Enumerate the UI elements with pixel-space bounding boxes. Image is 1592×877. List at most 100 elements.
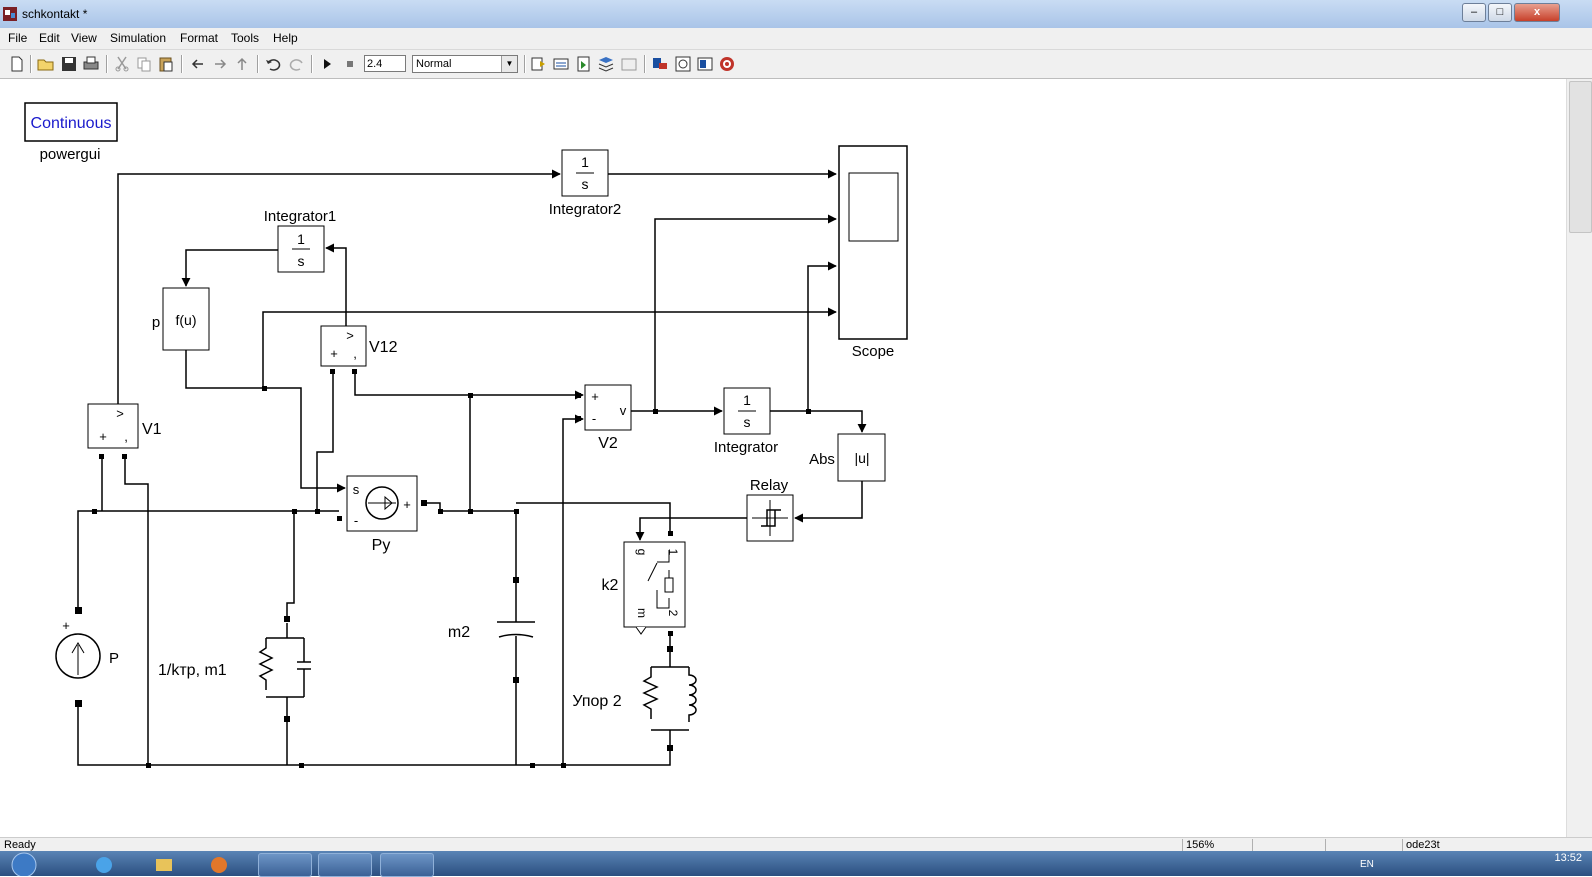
close-button[interactable]: x bbox=[1514, 3, 1560, 22]
media-player-icon[interactable] bbox=[205, 853, 233, 875]
v2-out-port: v bbox=[620, 403, 627, 418]
open-icon[interactable] bbox=[37, 55, 55, 73]
integrator2-numerator: 1 bbox=[581, 154, 589, 170]
v1-block[interactable]: > + , bbox=[87, 403, 139, 459]
up-icon[interactable] bbox=[233, 55, 251, 73]
cut-icon[interactable] bbox=[113, 55, 131, 73]
menu-tools[interactable]: Tools bbox=[231, 31, 260, 45]
simulation-mode-select[interactable]: Normal ▼ bbox=[412, 55, 518, 73]
v2-block[interactable]: + - v bbox=[576, 384, 632, 431]
integrator1-block[interactable]: 1 s bbox=[277, 225, 325, 273]
powergui-block[interactable]: Continuous bbox=[24, 102, 118, 142]
undo-icon[interactable] bbox=[264, 55, 282, 73]
k2-m-port: m bbox=[635, 608, 649, 618]
minimize-button[interactable]: – bbox=[1462, 3, 1486, 22]
update-diagram-icon[interactable] bbox=[552, 55, 570, 73]
print-icon[interactable] bbox=[82, 55, 100, 73]
help-target-icon[interactable] bbox=[718, 55, 736, 73]
model-advisor-icon[interactable] bbox=[651, 55, 669, 73]
start-button-icon[interactable] bbox=[6, 851, 42, 876]
internet-explorer-icon[interactable] bbox=[90, 853, 118, 875]
p-source-block[interactable]: + bbox=[55, 607, 101, 707]
back-icon[interactable] bbox=[189, 55, 207, 73]
k2-block[interactable]: g 1 m 2 bbox=[623, 531, 686, 636]
p-source-plus: + bbox=[62, 618, 70, 633]
py-block[interactable]: s - + bbox=[337, 475, 427, 532]
stop-time-input[interactable] bbox=[364, 55, 406, 72]
new-icon[interactable] bbox=[8, 55, 26, 73]
block-diagram: Continuous powergui 1 s Integrator2 Inte… bbox=[24, 102, 908, 768]
simulink-app-icon bbox=[3, 7, 17, 21]
chevron-down-icon[interactable]: ▼ bbox=[501, 56, 517, 72]
k2-2-port: 2 bbox=[666, 610, 680, 617]
abs-block[interactable]: |u| bbox=[837, 433, 886, 482]
menu-file[interactable]: File bbox=[8, 31, 28, 45]
start-simulation-icon[interactable] bbox=[318, 55, 336, 73]
v2-minus-port: - bbox=[592, 411, 596, 426]
ktr-block[interactable] bbox=[258, 616, 311, 722]
taskbar-matlab-button[interactable] bbox=[318, 853, 372, 877]
toolbar: Normal ▼ bbox=[0, 50, 1592, 79]
upor2-block[interactable] bbox=[642, 646, 697, 751]
solver-name: ode23t bbox=[1406, 839, 1440, 851]
junction-dots bbox=[92, 386, 811, 768]
v2-name: V2 bbox=[598, 435, 618, 452]
zoom-level: 156% bbox=[1186, 839, 1215, 851]
model-canvas[interactable]: Continuous powergui 1 s Integrator2 Inte… bbox=[0, 79, 1566, 837]
language-indicator[interactable]: EN bbox=[1360, 859, 1374, 870]
py-s-port: s bbox=[353, 482, 360, 497]
scrollbar-thumb[interactable] bbox=[1569, 81, 1592, 233]
menu-edit[interactable]: Edit bbox=[39, 31, 60, 45]
menu-format[interactable]: Format bbox=[180, 31, 219, 45]
maximize-button[interactable]: □ bbox=[1488, 3, 1512, 22]
scope-block[interactable] bbox=[838, 145, 908, 340]
integrator1-denominator: s bbox=[298, 253, 305, 269]
library-browser-icon[interactable] bbox=[575, 55, 593, 73]
status-divider bbox=[1182, 839, 1183, 851]
build-icon[interactable] bbox=[530, 55, 548, 73]
v12-out-port: > bbox=[346, 328, 354, 343]
taskbar-word-button[interactable] bbox=[258, 853, 312, 877]
integrator2-name: Integrator2 bbox=[549, 201, 622, 218]
signal-lines bbox=[117, 169, 867, 765]
vertical-scrollbar[interactable] bbox=[1566, 79, 1592, 837]
menu-simulation[interactable]: Simulation bbox=[110, 31, 167, 45]
p-source-name: P bbox=[109, 650, 119, 667]
abs-name: Abs bbox=[809, 451, 835, 468]
model-explorer-icon[interactable] bbox=[597, 55, 615, 73]
toolbar-separator bbox=[257, 55, 259, 73]
taskbar-folder-button[interactable] bbox=[380, 853, 434, 877]
paste-icon[interactable] bbox=[157, 55, 175, 73]
abs-label: |u| bbox=[854, 450, 869, 466]
save-icon[interactable] bbox=[60, 55, 78, 73]
relay-block[interactable] bbox=[746, 494, 794, 542]
toolbar-separator bbox=[181, 55, 183, 73]
data-explorer-icon[interactable] bbox=[696, 55, 714, 73]
menu-view[interactable]: View bbox=[71, 31, 97, 45]
copy-icon[interactable] bbox=[135, 55, 153, 73]
integrator2-denominator: s bbox=[582, 176, 589, 192]
fixed-point-icon[interactable] bbox=[674, 55, 692, 73]
integrator-denominator: s bbox=[744, 414, 751, 430]
integrator-block[interactable]: 1 s bbox=[723, 387, 771, 435]
fcn-label: f(u) bbox=[176, 312, 197, 328]
fcn-port-label: p bbox=[152, 314, 160, 331]
v12-block[interactable]: > + , bbox=[320, 325, 367, 374]
simulation-mode-value: Normal bbox=[416, 58, 452, 70]
m2-block[interactable] bbox=[497, 577, 535, 683]
menu-help[interactable]: Help bbox=[273, 31, 298, 45]
debugger-icon[interactable] bbox=[620, 55, 638, 73]
k2-name: k2 bbox=[602, 577, 619, 594]
redo-icon[interactable] bbox=[288, 55, 306, 73]
fcn-block[interactable]: f(u) bbox=[162, 287, 210, 351]
v1-minus-port: , bbox=[124, 429, 128, 444]
clock[interactable]: 13:52 bbox=[1554, 852, 1582, 864]
scope-name: Scope bbox=[852, 343, 895, 360]
stop-simulation-icon[interactable] bbox=[341, 55, 359, 73]
integrator-name: Integrator bbox=[714, 439, 778, 456]
explorer-icon[interactable] bbox=[150, 853, 178, 875]
menu-bar: File Edit View Simulation Format Tools H… bbox=[0, 28, 1592, 50]
integrator2-block[interactable]: 1 s bbox=[561, 149, 609, 197]
forward-icon[interactable] bbox=[211, 55, 229, 73]
status-text: Ready bbox=[4, 839, 36, 851]
